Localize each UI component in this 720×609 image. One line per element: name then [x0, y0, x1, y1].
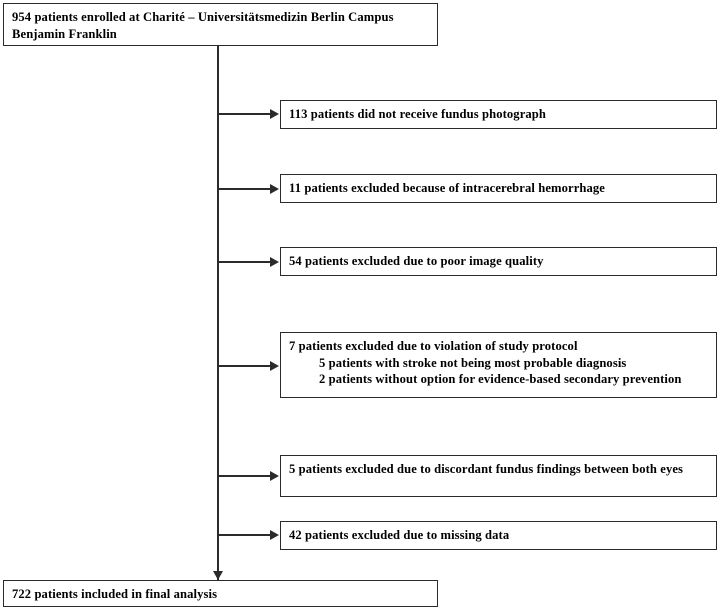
arrowhead-right-6	[270, 530, 279, 540]
arrowhead-right-4	[270, 361, 279, 371]
arrowhead-right-2	[270, 184, 279, 194]
exclusion-box-study-protocol-violation: 7 patients excluded due to violation of …	[280, 332, 717, 398]
exclusion-box-poor-image-quality: 54 patients excluded due to poor image q…	[280, 247, 717, 276]
final-analysis-label: 722 patients included in final analysis	[12, 587, 218, 601]
exclusion-label-3: 54 patients excluded due to poor image q…	[289, 254, 544, 268]
exclusion-label-1: 113 patients did not receive fundus phot…	[289, 107, 546, 121]
arrowhead-right-5	[270, 471, 279, 481]
final-analysis-box: 722 patients included in final analysis	[3, 580, 438, 607]
connector-line-3	[218, 261, 271, 263]
exclusion-box-intracerebral-hemorrhage: 11 patients excluded because of intracer…	[280, 174, 717, 203]
arrowhead-down-final	[213, 571, 223, 580]
exclusion-box-missing-data: 42 patients excluded due to missing data	[280, 521, 717, 550]
connector-line-1	[218, 113, 271, 115]
exclusion-subline-4-1: 5 patients with stroke not being most pr…	[319, 355, 627, 370]
connector-line-6	[218, 534, 271, 536]
exclusion-label-6: 42 patients excluded due to missing data	[289, 528, 510, 542]
exclusion-box-discordant-fundus-findings: 5 patients excluded due to discordant fu…	[280, 455, 717, 497]
arrowhead-right-3	[270, 257, 279, 267]
main-trunk-line	[217, 46, 219, 580]
connector-line-2	[218, 188, 271, 190]
enrollment-label: 954 patients enrolled at Charité – Unive…	[12, 10, 394, 41]
exclusion-label-4: 7 patients excluded due to violation of …	[289, 339, 578, 353]
exclusion-label-2: 11 patients excluded because of intracer…	[289, 181, 605, 195]
exclusion-subline-4-2: 2 patients without option for evidence-b…	[319, 372, 682, 387]
exclusion-box-no-fundus-photograph: 113 patients did not receive fundus phot…	[280, 100, 717, 129]
connector-line-5	[218, 475, 271, 477]
enrollment-box: 954 patients enrolled at Charité – Unive…	[3, 3, 438, 46]
connector-line-4	[218, 365, 271, 367]
arrowhead-right-1	[270, 109, 279, 119]
exclusion-label-5: 5 patients excluded due to discordant fu…	[289, 462, 684, 476]
